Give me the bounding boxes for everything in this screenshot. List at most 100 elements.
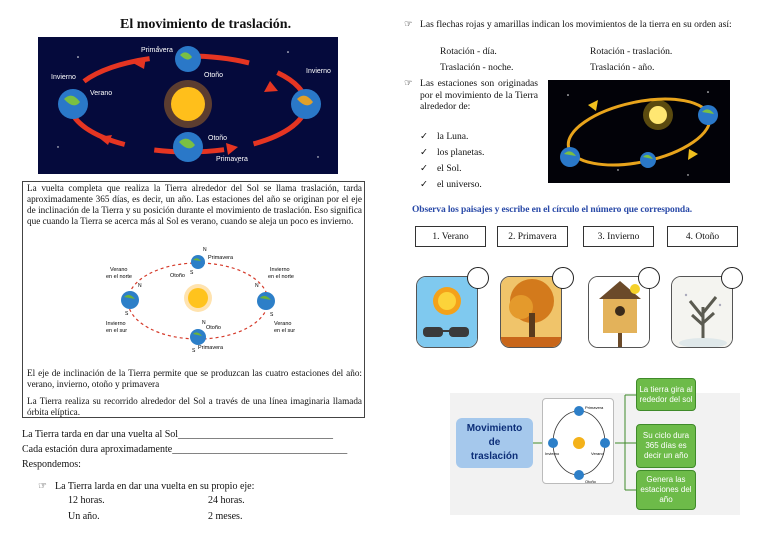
red-arrow-icon (226, 143, 238, 155)
earth-icon (191, 255, 205, 269)
svg-text:Invierno: Invierno (545, 451, 560, 456)
season-label-invierno: 3. Invierno (583, 226, 654, 247)
earth-icon (257, 292, 275, 310)
pointing-hand-icon: ☞ (404, 19, 413, 30)
check-item: el universo. (437, 179, 482, 190)
season-label-otono: 4. Otoño (667, 226, 738, 247)
svg-text:Primavera: Primavera (216, 156, 248, 163)
check-icon: ✓ (420, 163, 429, 174)
mind-map-node-gira: La tierra gira al rededor del sol (636, 378, 696, 411)
svg-text:Primavera: Primavera (198, 345, 224, 351)
option-2-meses: 2 meses. (208, 511, 243, 522)
paragraph-orbita: La Tierra realiza su recorrido alrededor… (27, 396, 362, 417)
check-icon: ✓ (420, 147, 429, 158)
answer-circle[interactable] (552, 267, 574, 289)
earth-icon (190, 329, 206, 345)
paragraph-traslacion: La vuelta completa que realiza la Tierra… (27, 183, 362, 226)
red-arrow-icon (133, 57, 146, 69)
option-24-horas: 24 horas. (208, 495, 245, 506)
svg-text:Verano: Verano (274, 321, 291, 327)
earth-icon (698, 105, 718, 125)
svg-text:Otoño: Otoño (585, 479, 597, 484)
svg-text:Otoño: Otoño (170, 273, 185, 279)
summer-picture (416, 276, 478, 348)
seasons-diagram: Primavera Otoño Otoño Primavera Verano e… (90, 243, 310, 355)
svg-text:Primavera: Primavera (208, 255, 234, 261)
svg-text:Invierno: Invierno (51, 74, 76, 81)
pointing-hand-icon: ☞ (404, 78, 413, 89)
pair-traslacion-noche: Traslación - noche. (440, 62, 514, 73)
arrows-intro: Las flechas rojas y amarillas indican lo… (420, 19, 732, 30)
svg-text:Primavera: Primavera (141, 47, 173, 54)
orbit-svg: Primavera Otoño Invierno Verano Invierno… (51, 46, 331, 163)
check-item: el Sol. (437, 163, 462, 174)
svg-text:S: S (190, 270, 194, 276)
answer-circle[interactable] (638, 267, 660, 289)
svg-text:Invierno: Invierno (270, 267, 290, 273)
season-label-verano: 1. Verano (415, 226, 486, 247)
fill-in-line-vuelta: La Tierra tarda en dar una vuelta al Sol… (22, 429, 334, 440)
sun-icon (573, 437, 585, 449)
svg-text:Verano: Verano (110, 267, 127, 273)
earth-icon (58, 89, 88, 119)
exercise-instruction: Observa los paisajes y escribe en el cír… (412, 205, 692, 215)
svg-text:Invierno: Invierno (106, 321, 126, 327)
svg-text:en el sur: en el sur (106, 328, 127, 334)
respondemos-label: Respondemos: (22, 459, 81, 470)
mini-orbit-image: Primavera Verano Otoño Invierno (542, 398, 614, 484)
earth-icon (640, 152, 656, 168)
svg-text:Primavera: Primavera (585, 405, 604, 410)
check-icon: ✓ (420, 131, 429, 142)
svg-text:N: N (255, 283, 259, 289)
season-label-primavera: 2. Primavera (497, 226, 568, 247)
info-text-box: La vuelta completa que realiza la Tierra… (22, 181, 365, 418)
svg-text:en el norte: en el norte (268, 274, 294, 280)
mind-map-connectors (533, 394, 636, 491)
answer-circle[interactable] (721, 267, 743, 289)
pair-traslacion-ano: Traslación - año. (590, 62, 655, 73)
mind-map-node-ciclo: Su ciclo dura 365 días es decir un año (636, 424, 696, 468)
earth-icon (173, 132, 203, 162)
fill-in-line-estacion: Cada estación dura aproximadamente______… (22, 444, 348, 455)
svg-text:Otoño: Otoño (204, 72, 223, 79)
pair-rotacion-traslacion: Rotación - traslación. (590, 46, 673, 57)
svg-text:en el sur: en el sur (274, 328, 295, 334)
earth-icon (121, 291, 139, 309)
paragraph-eje: El eje de inclinación de la Tierra permi… (27, 368, 362, 389)
mind-map-main-node: Movimiento de traslación (456, 418, 533, 468)
red-arrow-icon (98, 135, 112, 145)
sun-icon (188, 288, 208, 308)
svg-text:Otoño: Otoño (206, 325, 221, 331)
autumn-tree-picture (500, 276, 562, 348)
svg-text:S: S (192, 348, 196, 354)
svg-text:N: N (203, 247, 207, 253)
orbit-illustration: Primavera Otoño Invierno Verano Invierno… (38, 37, 338, 174)
svg-text:Otoño: Otoño (208, 135, 227, 142)
seasons-svg: Primavera Otoño Otoño Primavera Verano e… (106, 247, 295, 354)
earth-icon (291, 89, 321, 119)
birdhouse-picture (588, 276, 650, 348)
sun-icon (171, 87, 205, 121)
sun-earth-orbit-photo (548, 80, 730, 183)
page-title: El movimiento de traslación. (120, 17, 292, 32)
earth-icon (175, 46, 201, 72)
svg-text:Verano: Verano (591, 451, 604, 456)
svg-text:N: N (202, 320, 206, 326)
answer-circle[interactable] (467, 267, 489, 289)
question-text: La Tierra larda en dar una vuelta en su … (55, 481, 255, 492)
option-12-horas: 12 horas. (68, 495, 105, 506)
svg-text:Invierno: Invierno (306, 68, 331, 75)
earth-icon (560, 147, 580, 167)
red-arrow-icon (264, 81, 278, 92)
check-icon: ✓ (420, 179, 429, 190)
svg-text:en el norte: en el norte (106, 274, 132, 280)
estaciones-question: Las estaciones son originadas por el mov… (420, 78, 538, 112)
svg-text:S: S (270, 312, 274, 318)
svg-text:N: N (138, 283, 142, 289)
winter-tree-picture (671, 276, 733, 348)
pair-rotacion-dia: Rotación - día. (440, 46, 497, 57)
mind-map-node-estaciones: Genera las estaciones del año (636, 470, 696, 510)
pointing-hand-icon: ☞ (38, 481, 47, 492)
check-item: los planetas. (437, 147, 485, 158)
option-un-ano: Un año. (68, 511, 100, 522)
